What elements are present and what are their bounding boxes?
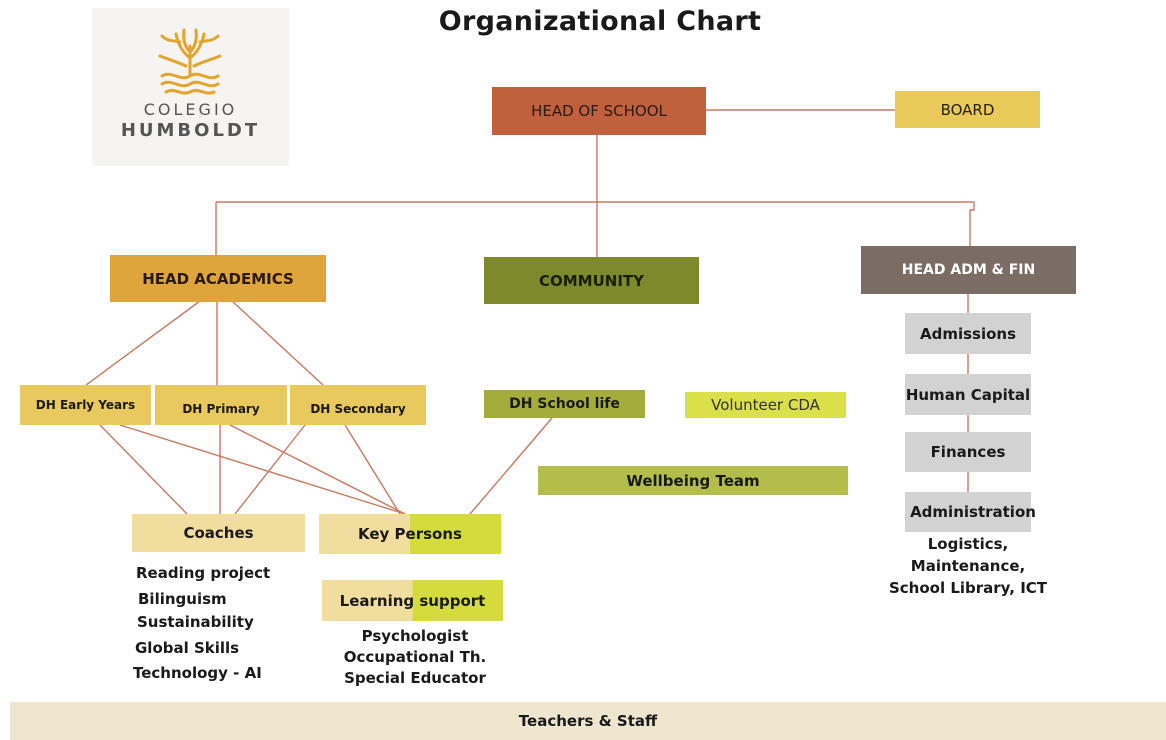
connector-secondary-key xyxy=(344,424,401,515)
connector-schoollife-key xyxy=(469,417,553,515)
board-box: BOARD xyxy=(895,91,1040,128)
head-of-school-box: HEAD OF SCHOOL xyxy=(492,87,706,135)
administration-item: School Library, ICT xyxy=(888,579,1048,597)
administration-item: Maintenance, xyxy=(910,557,1026,575)
connector-acad-secondary xyxy=(231,300,324,386)
learning-support-box: Learning support xyxy=(322,580,503,621)
learning-support-list: Psychologist Occupational Th. Special Ed… xyxy=(322,626,508,689)
administration-item: Logistics, xyxy=(927,535,1009,553)
coaches-item: Reading project xyxy=(136,564,271,582)
teachers-staff-bar: Teachers & Staff xyxy=(10,702,1166,740)
head-academics-box: HEAD ACADEMICS xyxy=(110,255,326,302)
connector-adm-fin xyxy=(969,202,975,246)
learning-support-item: Psychologist xyxy=(361,627,469,645)
administration-box: Administration xyxy=(905,492,1036,532)
coaches-list: Reading project Bilinguism Sustainabilit… xyxy=(132,561,312,687)
connector-primary-key xyxy=(229,424,406,515)
tree-waves-icon xyxy=(158,28,222,95)
head-adm-fin-box: HEAD ADM & FIN xyxy=(861,246,1076,294)
connector-early-key xyxy=(119,424,406,515)
human-capital-box: Human Capital xyxy=(905,374,1031,415)
coaches-item: Bilinguism xyxy=(138,589,227,608)
wellbeing-team-box: Wellbeing Team xyxy=(538,466,848,495)
dh-primary-box: DH Primary xyxy=(155,385,287,425)
logo-text-humboldt: HUMBOLDT xyxy=(120,120,261,141)
dh-school-life-box: DH School life xyxy=(484,390,645,418)
connector-secondary-coaches xyxy=(234,424,306,515)
volunteer-cda-box: Volunteer CDA xyxy=(685,392,846,418)
logo-text-colegio: COLEGIO xyxy=(143,100,238,119)
learning-support-item: Special Educator xyxy=(344,669,486,687)
school-logo: COLEGIO HUMBOLDT xyxy=(92,8,289,166)
admissions-box: Admissions xyxy=(905,313,1031,354)
connector-early-coaches xyxy=(99,424,188,515)
coaches-item: Global Skills xyxy=(135,638,240,657)
dh-early-years-box: DH Early Years xyxy=(20,385,151,425)
coaches-item: Technology - AI xyxy=(133,664,262,682)
learning-support-item: Occupational Th. xyxy=(343,648,487,666)
coaches-item: Sustainability xyxy=(137,613,254,631)
chart-title: Organizational Chart xyxy=(438,6,762,37)
coaches-box: Coaches xyxy=(132,514,305,552)
administration-list: Logistics, Maintenance, School Library, … xyxy=(878,533,1058,599)
connector-acad-early xyxy=(85,300,201,386)
dh-secondary-box: DH Secondary xyxy=(290,385,426,425)
key-persons-box: Key Persons xyxy=(319,514,501,554)
community-box: COMMUNITY xyxy=(484,257,699,304)
finances-box: Finances xyxy=(905,432,1031,472)
